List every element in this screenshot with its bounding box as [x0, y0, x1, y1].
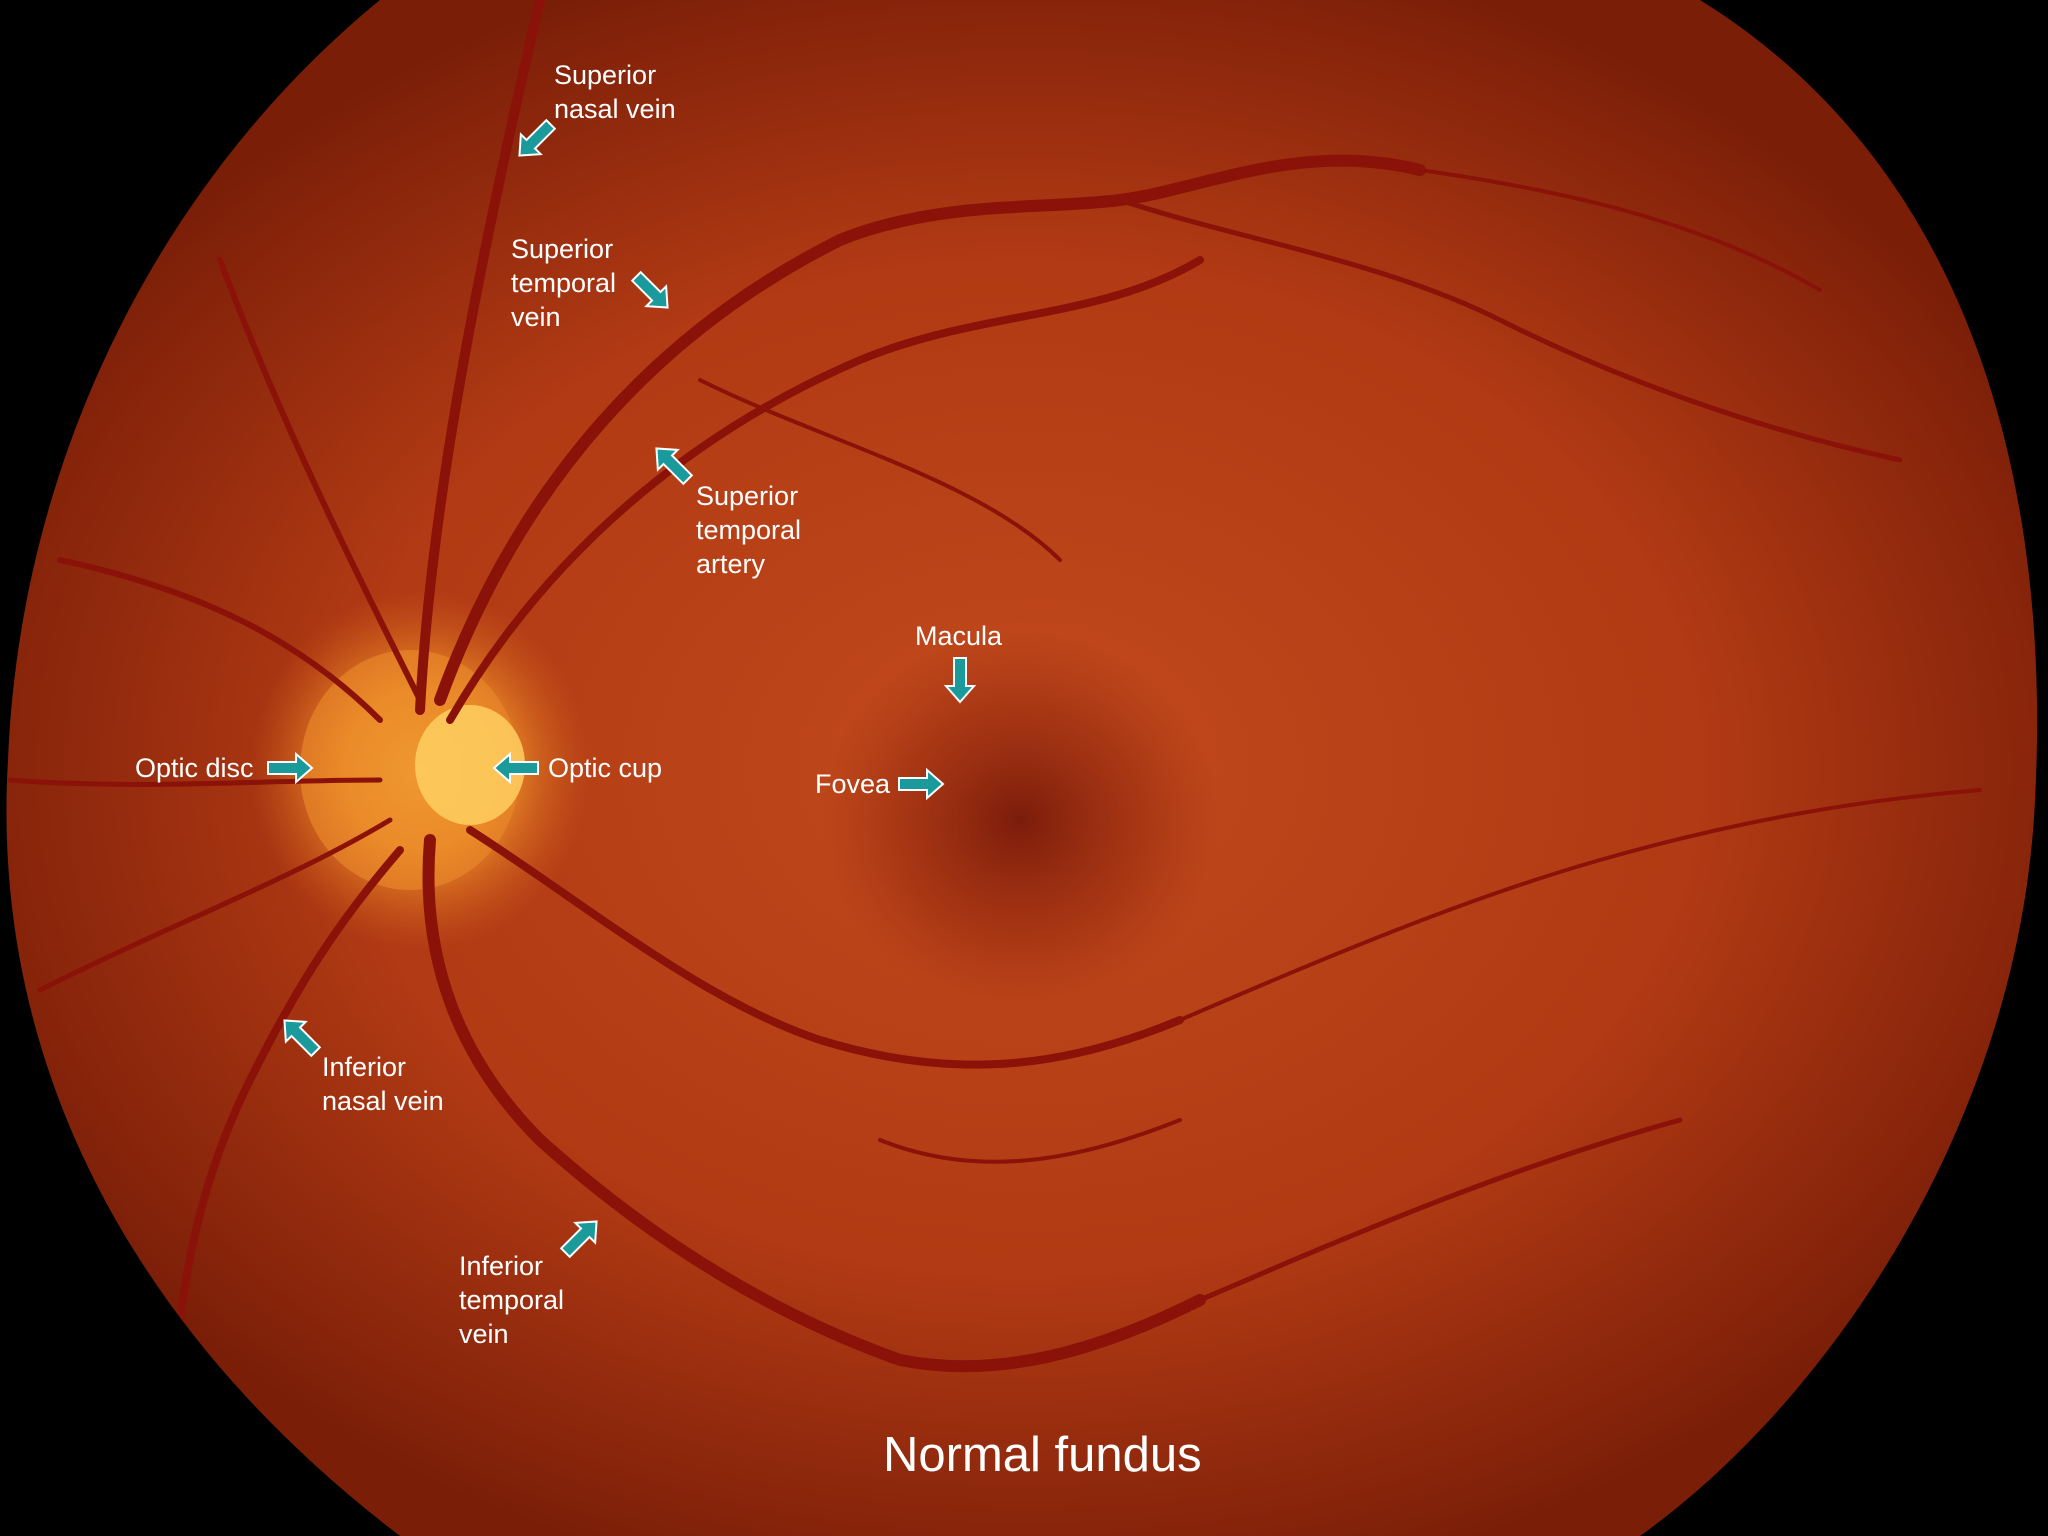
label-inferior-nasal-vein: Inferior nasal vein: [322, 1052, 444, 1116]
label-macula: Macula: [915, 621, 1003, 651]
arrow-icon: [283, 1019, 322, 1058]
arrow-icon: [655, 447, 694, 486]
arrow-icon: [630, 270, 669, 309]
arrow-icon: [559, 1220, 598, 1259]
arrow-icon: [267, 751, 314, 785]
macula-region: [820, 630, 1220, 1010]
label-optic-cup: Optic cup: [548, 753, 663, 783]
label-fovea: Fovea: [815, 769, 891, 799]
label-superior-nasal-vein: Superior nasal vein: [554, 60, 676, 124]
arrow-icon: [518, 118, 557, 157]
arrow-icon: [943, 657, 977, 704]
arrow-icon: [898, 767, 945, 801]
label-superior-temporal-artery: Superior temporal artery: [696, 481, 802, 579]
label-optic-disc: Optic disc: [135, 753, 254, 783]
label-inferior-temporal-vein: Inferior temporal vein: [459, 1251, 565, 1349]
optic-cup: [415, 705, 525, 825]
arrow-icon: [492, 751, 539, 785]
label-superior-temporal-vein: Superior temporal vein: [511, 234, 617, 332]
retinal-vessels: [7, 0, 1982, 1373]
figure-title: Normal fundus: [883, 1428, 1202, 1482]
